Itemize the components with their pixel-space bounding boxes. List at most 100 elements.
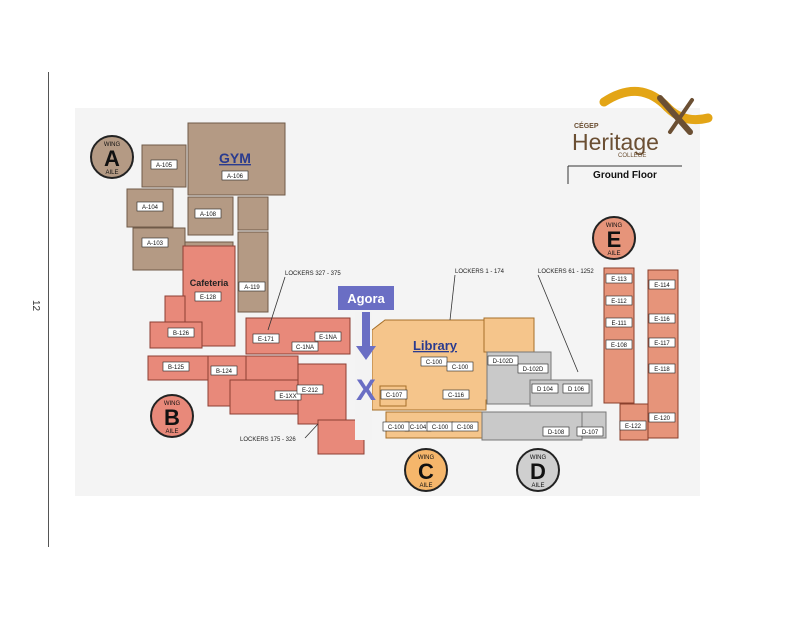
room-label: E-116 — [648, 313, 676, 324]
svg-text:A-104: A-104 — [142, 205, 159, 211]
room-label: D 106 — [562, 383, 590, 394]
room-label: D 104 — [531, 383, 559, 394]
wing-badge-word1: WING — [164, 401, 181, 407]
svg-text:C-100: C-100 — [452, 365, 469, 371]
svg-text:A-103: A-103 — [147, 241, 164, 247]
room-label: E-112 — [605, 295, 633, 306]
lockers-label-4: LOCKERS 175 - 326 — [240, 437, 296, 443]
svg-text:C-1NA: C-1NA — [296, 345, 314, 351]
svg-text:E-1XX: E-1XX — [279, 394, 296, 400]
svg-text:C-104: C-104 — [410, 425, 427, 431]
wing-badge-letter: B — [164, 405, 180, 430]
svg-text:E-128: E-128 — [200, 295, 217, 301]
room-label: E-171 — [252, 333, 280, 344]
wing-badge-letter: D — [530, 459, 546, 484]
room-label: D-108 — [542, 426, 570, 437]
room-label: E-114 — [648, 279, 676, 290]
wing-badge-word1: WING — [104, 142, 121, 148]
room-label: C-100 — [420, 356, 448, 367]
wing-badge-letter: A — [104, 146, 120, 171]
wing-badge-word2: AILE — [531, 483, 544, 489]
room-label: C-108 — [451, 421, 479, 432]
floor-label: Ground Floor — [593, 170, 657, 181]
svg-text:E-116: E-116 — [654, 317, 670, 323]
room-label: A-108 — [194, 208, 222, 219]
room-label: A-119 — [238, 281, 266, 292]
svg-text:A-119: A-119 — [244, 285, 260, 291]
room-label: C-1NA — [291, 341, 319, 352]
room-label: C-100 — [382, 421, 410, 432]
room-label: E-1XX — [274, 390, 302, 401]
wing-badge-word2: AILE — [165, 429, 178, 435]
logo-line3: COLLEGE — [618, 153, 646, 159]
svg-text:E-111: E-111 — [611, 321, 627, 327]
svg-text:C-100: C-100 — [426, 360, 443, 366]
wing-badge-letter: E — [607, 227, 622, 252]
wing-badge-word1: WING — [606, 223, 623, 229]
room-label: A-105 — [150, 159, 178, 170]
room-label: C-100 — [426, 421, 454, 432]
wing-badge-word2: AILE — [607, 251, 620, 257]
svg-text:D 106: D 106 — [568, 387, 585, 393]
svg-text:E-117: E-117 — [654, 341, 670, 347]
gym-label: GYM — [219, 150, 251, 166]
svg-text:A-105: A-105 — [156, 163, 173, 169]
svg-text:C-116: C-116 — [448, 393, 465, 399]
svg-text:E-112: E-112 — [611, 299, 627, 305]
room-label: E-212 — [296, 384, 324, 395]
svg-text:E-1NA: E-1NA — [319, 335, 337, 341]
room-label: B-126 — [167, 327, 195, 338]
svg-text:C-108: C-108 — [457, 425, 474, 431]
svg-text:D-102D: D-102D — [523, 367, 544, 373]
room-label: E-108 — [605, 339, 633, 350]
agora-arrow-icon — [356, 312, 376, 360]
you-are-here-marker: X — [356, 374, 376, 407]
svg-text:A-106: A-106 — [227, 174, 244, 180]
wing-badge-word2: AILE — [105, 170, 118, 176]
agora-box — [338, 286, 394, 310]
lockers-label-2: LOCKERS 1 - 174 — [455, 269, 505, 275]
cafeteria-label: Cafeteria — [190, 278, 230, 288]
agora-label: Agora — [347, 291, 385, 306]
room-label: E-128 — [194, 291, 222, 302]
room-label: B-125 — [162, 361, 190, 372]
svg-text:C-107: C-107 — [386, 393, 403, 399]
svg-text:E-114: E-114 — [654, 283, 670, 289]
svg-text:E-122: E-122 — [625, 424, 642, 430]
svg-text:D 104: D 104 — [537, 387, 554, 393]
svg-text:B-126: B-126 — [173, 331, 190, 337]
svg-text:D-102D: D-102D — [493, 359, 514, 365]
room-label: E-1NA — [314, 331, 342, 342]
library-label: Library — [413, 338, 458, 353]
svg-text:E-113: E-113 — [611, 277, 627, 283]
wing-b-area — [147, 245, 365, 455]
room-label: C-100 — [446, 361, 474, 372]
room-label: A-106 — [221, 170, 249, 181]
room-label: B-124 — [210, 365, 238, 376]
svg-text:E-120: E-120 — [654, 416, 671, 422]
room-label: E-122 — [619, 420, 647, 431]
room-label: A-103 — [141, 237, 169, 248]
lockers-label-3: LOCKERS 61 - 1252 — [538, 269, 594, 275]
svg-text:D-107: D-107 — [582, 430, 599, 436]
svg-text:C-100: C-100 — [432, 425, 449, 431]
svg-text:A-108: A-108 — [200, 212, 217, 218]
svg-text:E-118: E-118 — [654, 367, 670, 373]
wing-badge-word1: WING — [418, 455, 435, 461]
lockers-label-1: LOCKERS 327 - 375 — [285, 271, 341, 277]
svg-text:C-100: C-100 — [388, 425, 405, 431]
wing-badge-word2: AILE — [419, 483, 432, 489]
wing-badge-letter: C — [418, 459, 434, 484]
room-label: E-117 — [648, 337, 676, 348]
svg-text:E-212: E-212 — [302, 388, 319, 394]
room-label: A-104 — [136, 201, 164, 212]
room-label: D-102D — [517, 363, 549, 374]
logo-line1: CÉGEP — [574, 121, 599, 130]
room-label: C-107 — [380, 389, 408, 400]
svg-text:B-125: B-125 — [168, 365, 185, 371]
room-label: D-107 — [576, 426, 604, 437]
page-margin-line — [48, 72, 49, 547]
